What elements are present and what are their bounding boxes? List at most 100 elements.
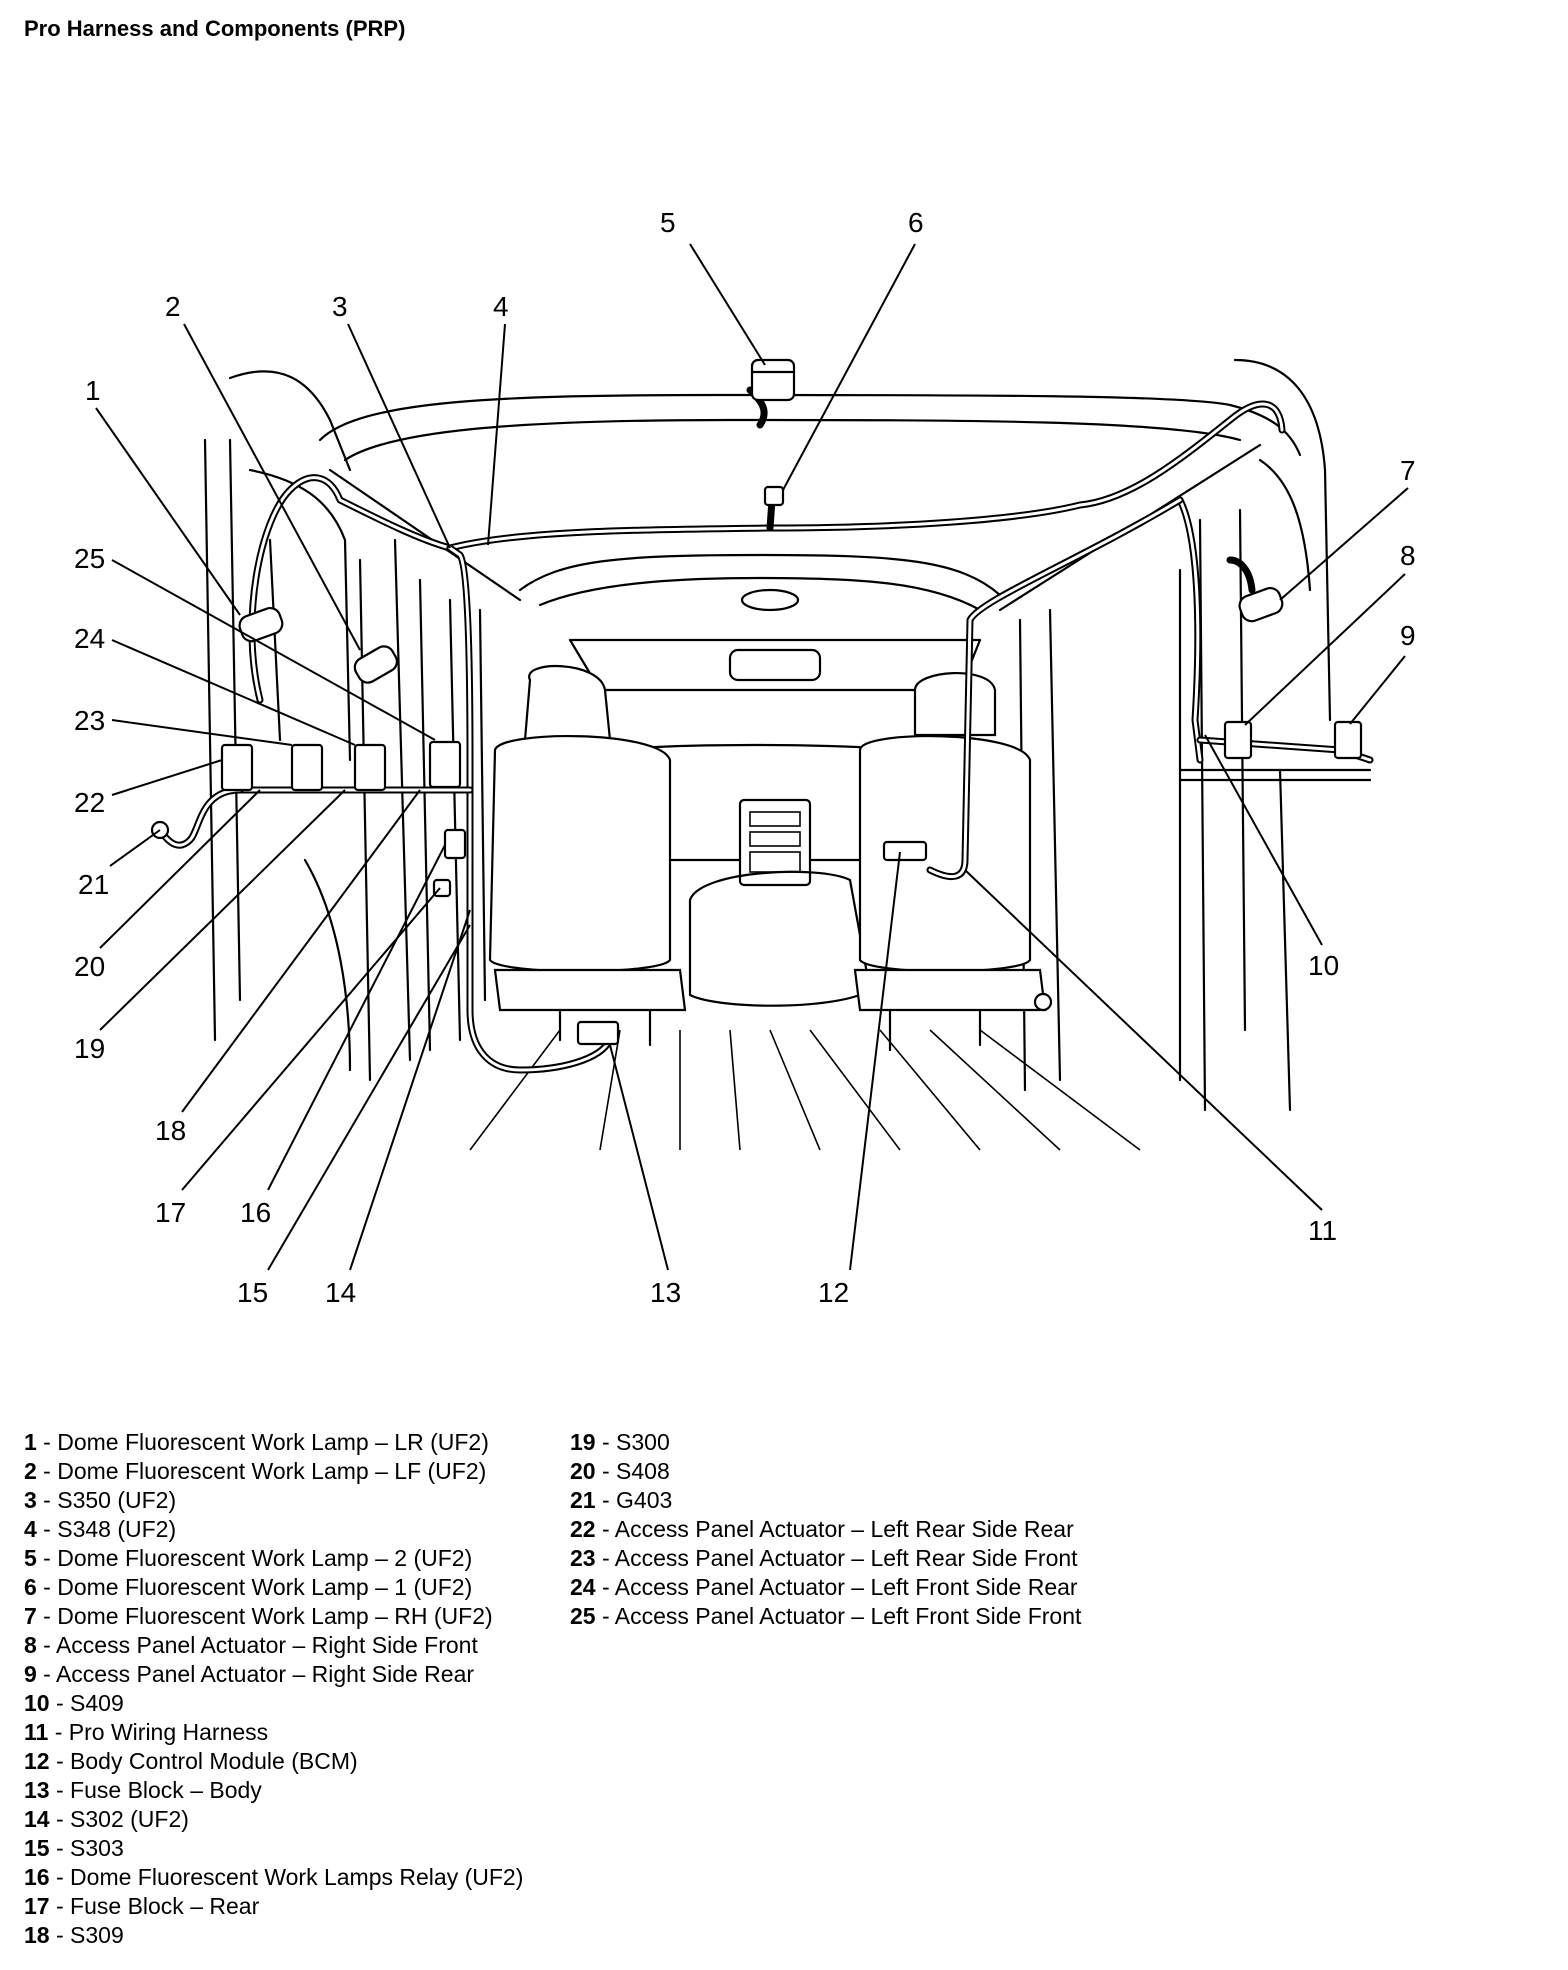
legend-item: 5 - Dome Fluorescent Work Lamp – 2 (UF2) [24, 1544, 523, 1573]
legend-item-separator: - [36, 1603, 58, 1629]
legend-item-number: 24 [570, 1574, 596, 1600]
legend-item: 22 - Access Panel Actuator – Left Rear S… [570, 1515, 1081, 1544]
legend-item-description: Dome Fluorescent Work Lamp – 1 (UF2) [57, 1574, 473, 1600]
callout-7: 7 [1400, 455, 1416, 486]
legend-item: 10 - S409 [24, 1689, 523, 1718]
legend-item-separator: - [36, 1487, 58, 1513]
legend-item: 8 - Access Panel Actuator – Right Side F… [24, 1631, 523, 1660]
legend-item-description: Access Panel Actuator – Left Rear Side F… [614, 1545, 1078, 1571]
legend-item-description: S302 (UF2) [70, 1806, 189, 1832]
legend-item-number: 8 [24, 1632, 37, 1658]
legend-item-separator: - [36, 1429, 58, 1455]
callout-17: 17 [155, 1197, 186, 1228]
legend-item: 2 - Dome Fluorescent Work Lamp – LF (UF2… [24, 1457, 523, 1486]
legend-item-description: S409 [70, 1690, 124, 1716]
legend-item: 23 - Access Panel Actuator – Left Rear S… [570, 1544, 1081, 1573]
callout-2: 2 [165, 291, 181, 322]
legend-item-separator: - [36, 1516, 58, 1542]
legend-item-number: 25 [570, 1603, 596, 1629]
legend-item-number: 11 [24, 1719, 49, 1745]
legend-item-description: S348 (UF2) [57, 1516, 177, 1542]
legend-item-description: Dome Fluorescent Work Lamp – LF (UF2) [57, 1458, 487, 1484]
legend-item-number: 22 [570, 1516, 596, 1542]
legend-item: 15 - S303 [24, 1834, 523, 1863]
callout-22: 22 [74, 787, 105, 818]
callout-4: 4 [493, 291, 509, 322]
legend-left-column: 1 - Dome Fluorescent Work Lamp – LR (UF2… [24, 1428, 523, 1950]
legend-item-description: Access Panel Actuator – Right Side Front [55, 1632, 478, 1658]
legend-item-separator: - [595, 1487, 617, 1513]
legend-item-number: 13 [24, 1777, 50, 1803]
legend-item-separator: - [49, 1777, 71, 1803]
legend-item-separator: - [595, 1458, 617, 1484]
legend-item: 13 - Fuse Block – Body [24, 1776, 523, 1805]
legend-item-number: 17 [24, 1893, 50, 1919]
callout-labels: 1 2 3 4 5 6 7 8 9 10 11 12 13 14 15 16 1… [74, 207, 1416, 1308]
legend-item-description: Dome Fluorescent Work Lamp – 2 (UF2) [57, 1545, 473, 1571]
legend-item-number: 12 [24, 1748, 50, 1774]
legend-item-separator: - [595, 1574, 615, 1600]
legend-item-description: Pro Wiring Harness [68, 1719, 269, 1745]
legend-item: 14 - S302 (UF2) [24, 1805, 523, 1834]
callout-16: 16 [240, 1197, 271, 1228]
legend-item-number: 19 [570, 1429, 596, 1455]
legend-item-separator: - [49, 1835, 71, 1861]
callout-25: 25 [74, 543, 105, 574]
legend-item-number: 3 [24, 1487, 37, 1513]
legend-item-number: 9 [24, 1661, 37, 1687]
legend-item-number: 5 [24, 1545, 37, 1571]
legend-item: 9 - Access Panel Actuator – Right Side R… [24, 1660, 523, 1689]
callout-24: 24 [74, 623, 105, 654]
components [150, 358, 1363, 1046]
legend-item-separator: - [36, 1632, 56, 1658]
legend-item: 24 - Access Panel Actuator – Left Front … [570, 1573, 1081, 1602]
legend-item: 1 - Dome Fluorescent Work Lamp – LR (UF2… [24, 1428, 523, 1457]
legend-item-description: Access Panel Actuator – Left Rear Side R… [614, 1516, 1074, 1542]
legend-item-separator: - [48, 1719, 69, 1745]
legend-item-description: S303 [70, 1835, 124, 1861]
callout-14: 14 [325, 1277, 356, 1308]
legend-item-number: 20 [570, 1458, 596, 1484]
legend-item: 18 - S309 [24, 1921, 523, 1950]
legend-item-separator: - [36, 1458, 58, 1484]
legend-item-separator: - [49, 1922, 71, 1948]
callout-5: 5 [660, 207, 676, 238]
legend-item-separator: - [36, 1545, 58, 1571]
page-title: Pro Harness and Components (PRP) [24, 16, 406, 41]
callout-23: 23 [74, 705, 105, 736]
legend-item-separator: - [595, 1429, 617, 1455]
legend-item: 25 - Access Panel Actuator – Left Front … [570, 1602, 1081, 1631]
legend-item-separator: - [36, 1661, 56, 1687]
legend-item-description: S309 [70, 1922, 124, 1948]
callout-13: 13 [650, 1277, 681, 1308]
legend-item-description: Dome Fluorescent Work Lamp – RH (UF2) [57, 1603, 493, 1629]
legend-item-number: 21 [570, 1487, 596, 1513]
legend-item-description: Dome Fluorescent Work Lamps Relay (UF2) [70, 1864, 524, 1890]
legend-item-separator: - [595, 1516, 615, 1542]
legend-item: 19 - S300 [570, 1428, 1081, 1457]
legend-item-description: Access Panel Actuator – Left Front Side … [614, 1574, 1078, 1600]
callout-15: 15 [237, 1277, 268, 1308]
legend-item-number: 2 [24, 1458, 37, 1484]
callout-12: 12 [818, 1277, 849, 1308]
legend-item: 11 - Pro Wiring Harness [24, 1718, 523, 1747]
legend-item-separator: - [49, 1864, 71, 1890]
pro-wiring-harness [156, 386, 1374, 1074]
callout-3: 3 [332, 291, 348, 322]
legend-item-separator: - [49, 1690, 71, 1716]
legend-item-description: Access Panel Actuator – Right Side Rear [55, 1661, 475, 1687]
callout-10: 10 [1308, 950, 1339, 981]
legend-item-number: 15 [24, 1835, 50, 1861]
leader-lines [95, 243, 1409, 1271]
legend-item: 17 - Fuse Block – Rear [24, 1892, 523, 1921]
legend-item: 4 - S348 (UF2) [24, 1515, 523, 1544]
legend-item-separator: - [49, 1748, 71, 1774]
callout-21: 21 [78, 869, 109, 900]
callout-9: 9 [1400, 620, 1416, 651]
legend-item-description: S408 [616, 1458, 670, 1484]
legend-item-number: 16 [24, 1864, 50, 1890]
legend-item-separator: - [49, 1893, 71, 1919]
harness-diagram: 1 2 3 4 5 6 7 8 9 10 11 12 13 14 15 16 1… [74, 207, 1416, 1308]
legend-item: 20 - S408 [570, 1457, 1081, 1486]
